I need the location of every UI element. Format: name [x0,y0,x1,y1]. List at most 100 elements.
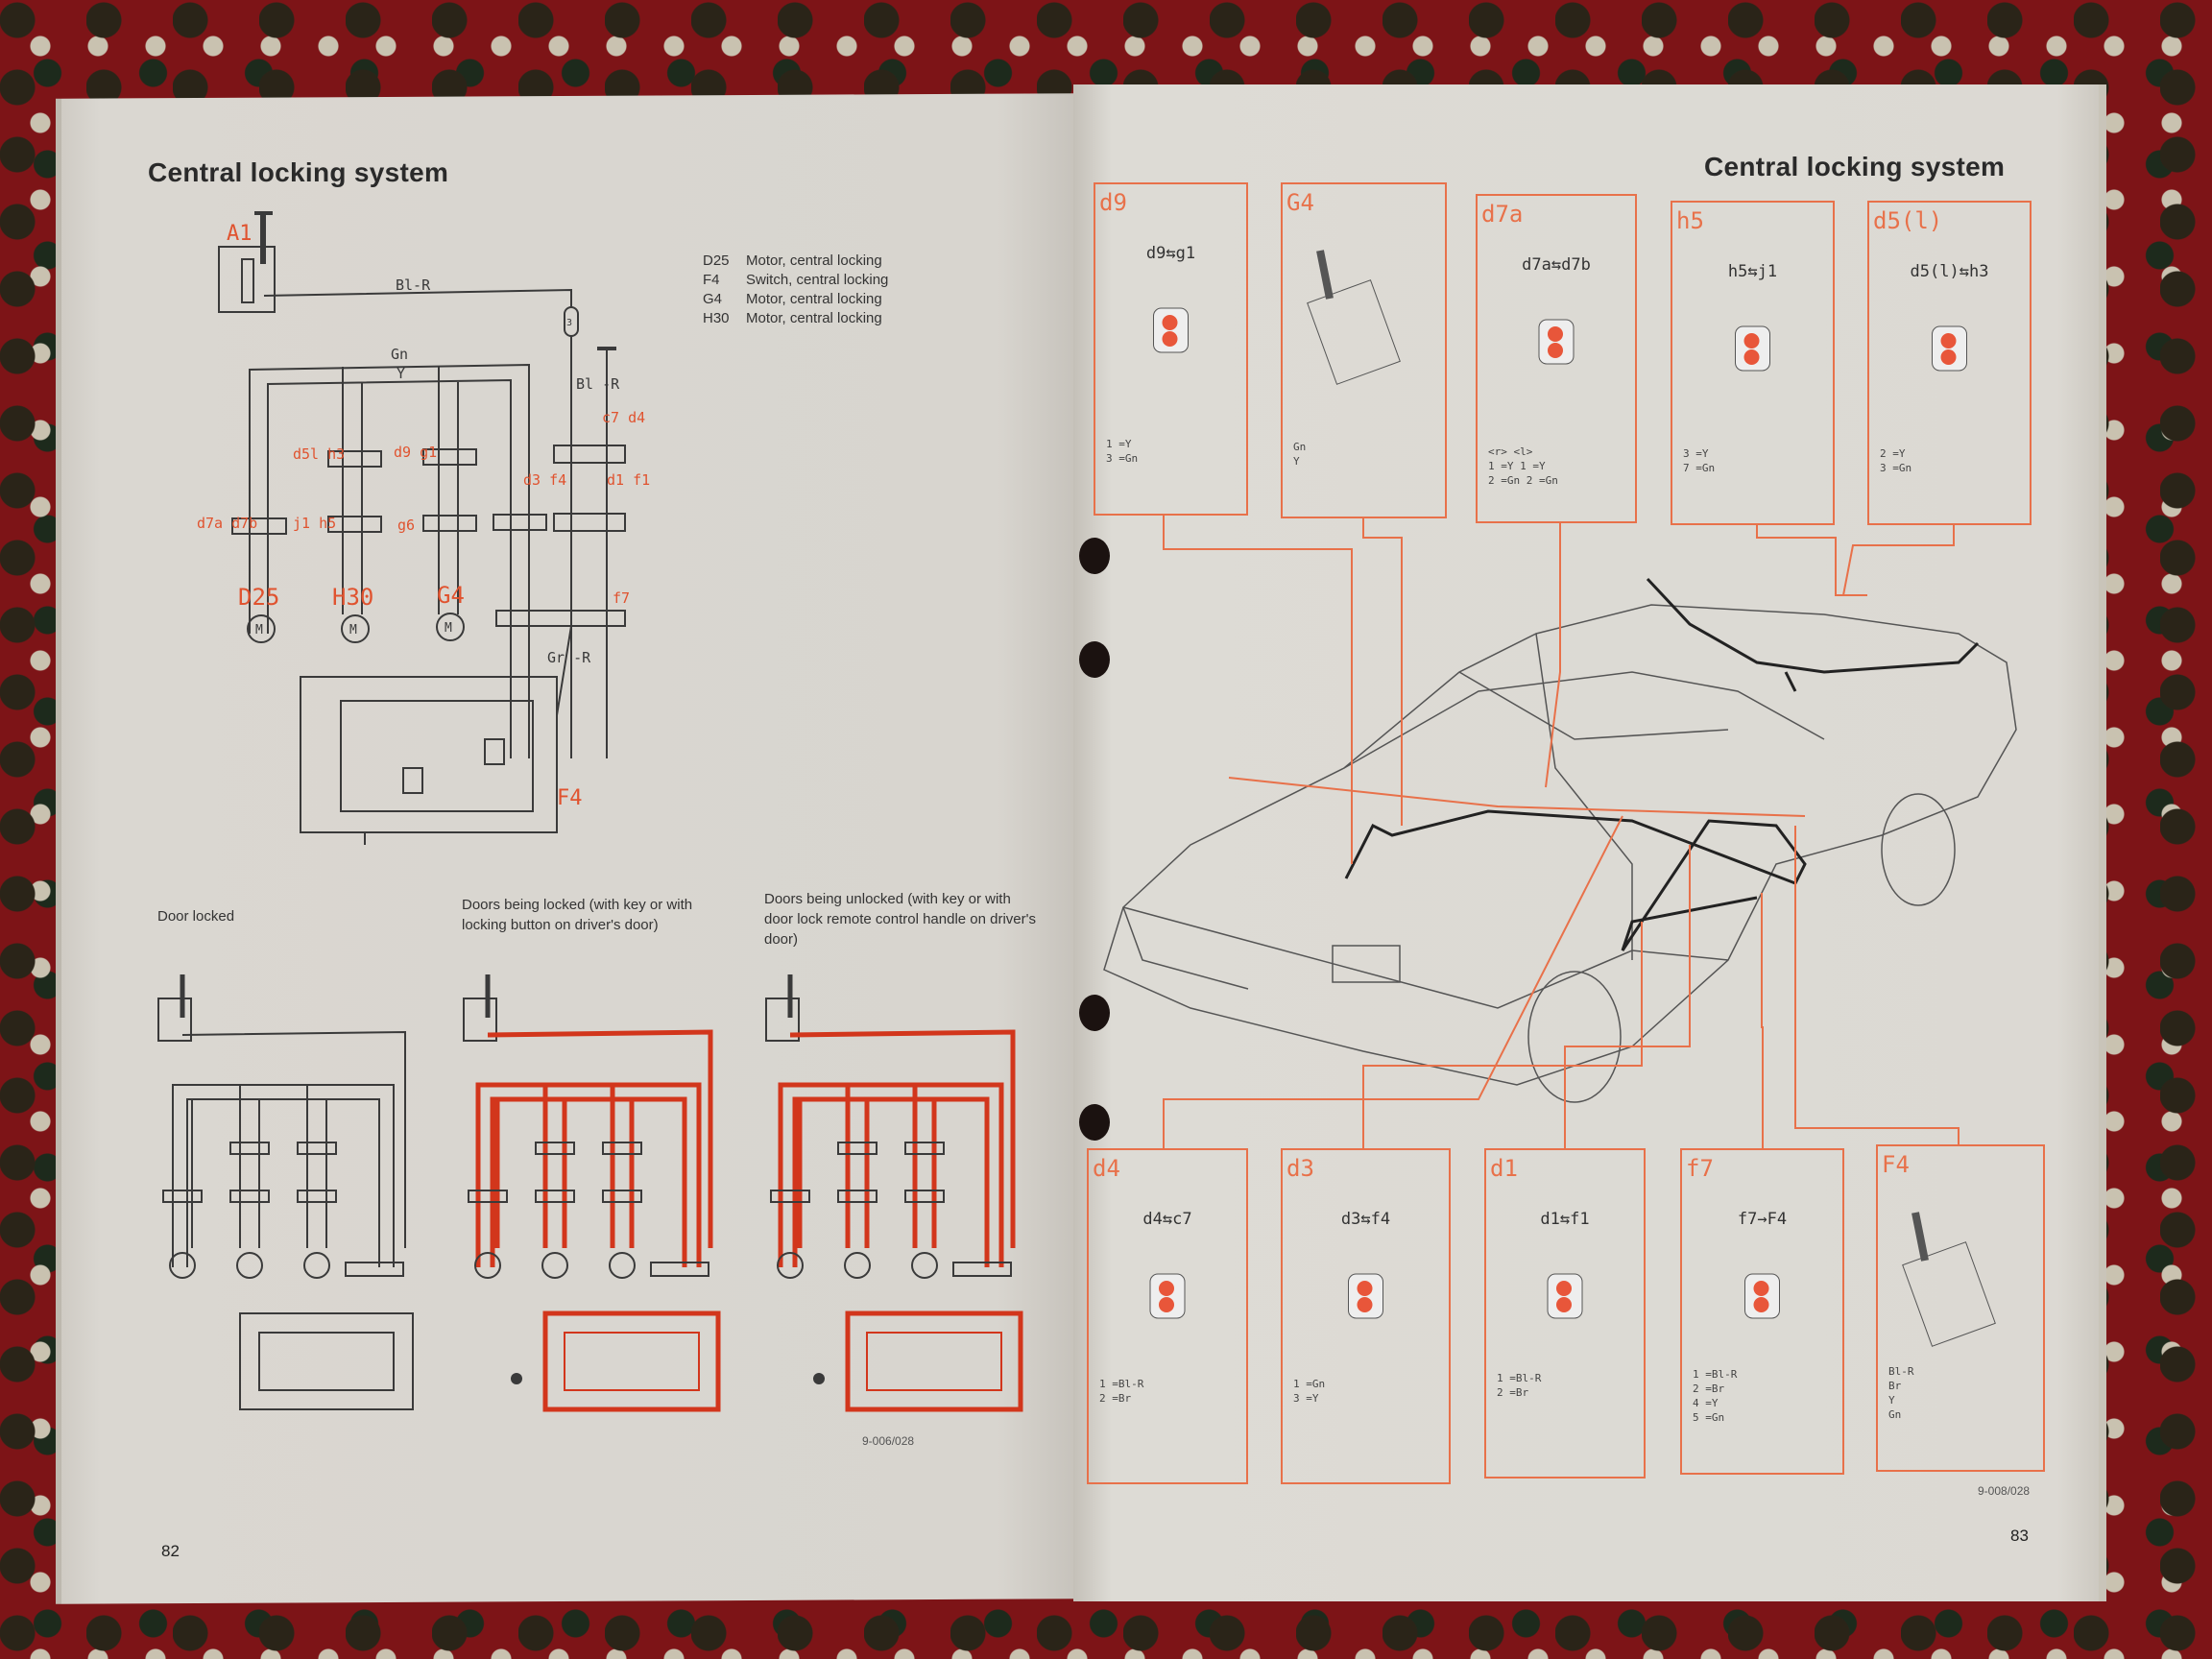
connector [297,1190,337,1203]
motor-icon [541,1252,568,1279]
wire-bl-r [263,288,572,307]
connector [770,1190,810,1203]
connector-id-label: d9 [1099,189,1127,216]
connector-pair-label: d1⇆f1 [1540,1210,1589,1229]
switch-f4 [239,1312,414,1410]
label-y: Y [397,365,405,382]
pin-assignment: 4 =Y [1693,1397,1719,1409]
label-gn: Gn [391,346,408,363]
label-g6: g6 [397,517,415,534]
switch-f4 [542,1310,721,1412]
state-diagrams [157,974,1023,1412]
pin-assignment: 3 =Y [1683,447,1709,460]
motor-unit-icon [1307,279,1401,385]
connector-pin-icon [1753,1297,1769,1312]
connector-pin-icon [1548,343,1563,358]
label-d9-g1: d9 g1 [394,444,437,461]
connector-id-label: d4 [1093,1155,1120,1182]
battery-a1 [218,246,276,313]
wire [792,1096,990,1267]
connector-pin-icon [1743,333,1760,349]
motor-g4 [436,613,465,641]
caption-door-locked: Door locked [157,908,235,925]
binder-hole [1079,995,1110,1031]
connector-f7 [345,1262,404,1277]
connector-id-label: F4 [1882,1151,1910,1178]
connector-pair-label: h5⇆j1 [1728,262,1777,281]
state-diagram-2 [463,974,721,1412]
lock-rod-icon [1911,1212,1929,1262]
connector-plug-icon [1735,325,1770,372]
connector-pin-icon [1548,326,1563,342]
pin-assignment: Y [1888,1394,1895,1407]
connector [229,1142,270,1155]
label-h30: H30 [332,584,373,611]
legend-text: Motor, central locking [746,252,882,269]
wire-gn [249,363,530,758]
connector [837,1142,878,1155]
car-wiring-harness [1344,577,1980,951]
connector-pin-icon [1753,1281,1769,1296]
connector-plug-icon [1932,325,1967,372]
connector-pin-icon [1556,1297,1572,1312]
car-illustration [1103,604,2017,1103]
connector [229,1190,270,1203]
wire [475,1082,702,1267]
connector [904,1142,945,1155]
connector-box-frame [1484,1148,1646,1479]
wire [186,1098,380,1267]
pin-assignment: 1 =Bl-R [1693,1368,1738,1381]
left-page-number: 82 [161,1542,180,1560]
right-page-number: 83 [2010,1527,2029,1545]
legend-text: Motor, central locking [746,291,882,307]
pin-assignment: 2 =Y [1880,447,1906,460]
connector-plug-icon [1744,1273,1780,1319]
connector [535,1142,575,1155]
connector [837,1190,878,1203]
connector-pin-icon [1162,315,1178,330]
wire [487,1029,713,1248]
caption-doors-unlocking: Doors being unlocked (with key or with d… [764,891,1037,948]
connector-plug-icon [1538,319,1575,365]
connector-plug-icon [1348,1273,1383,1319]
pin-assignment: 2 =Br [1693,1382,1724,1395]
pin-assignment: 3 =Y [1293,1392,1319,1405]
label-c7-d4: c7 d4 [602,409,645,426]
connector-box-frame [1087,1148,1248,1484]
connector-pin-icon [1940,349,1957,365]
pin-assignment: 1 =Gn [1293,1378,1325,1390]
connector-id-label: d5(l) [1873,207,1942,234]
pin-assignment: 7 =Gn [1683,462,1715,474]
label-bl-r-2: Bl -R [576,375,620,393]
motor-unit-icon [1902,1241,1996,1347]
connector-pair-label: d5(l)⇆h3 [1911,262,1989,281]
connector-box-frame [1671,201,1835,525]
switch-f4 [300,676,558,833]
connector-id-label: d7a [1481,201,1523,228]
connector-pin-icon [1159,1297,1174,1312]
wire [490,1096,687,1267]
connector-pair-label: d7a⇆d7b [1522,255,1591,275]
label-f4: F4 [557,786,583,810]
switch-f4 [845,1310,1023,1412]
connector-pin-icon [1940,333,1957,349]
main-schematic [218,211,626,845]
motor-icon [844,1252,871,1279]
switch-inner [564,1332,700,1391]
connector [904,1190,945,1203]
label-j1-h5: j1 h5 [293,515,336,532]
pin-assignment: 1 =Y 1 =Y [1488,460,1546,472]
wire [789,1029,1016,1248]
battery-icon [765,998,800,1042]
motor-icon [474,1252,501,1279]
label-a1: A1 [227,222,252,246]
motor-icon [777,1252,804,1279]
state-diagram-3 [765,974,1023,1412]
